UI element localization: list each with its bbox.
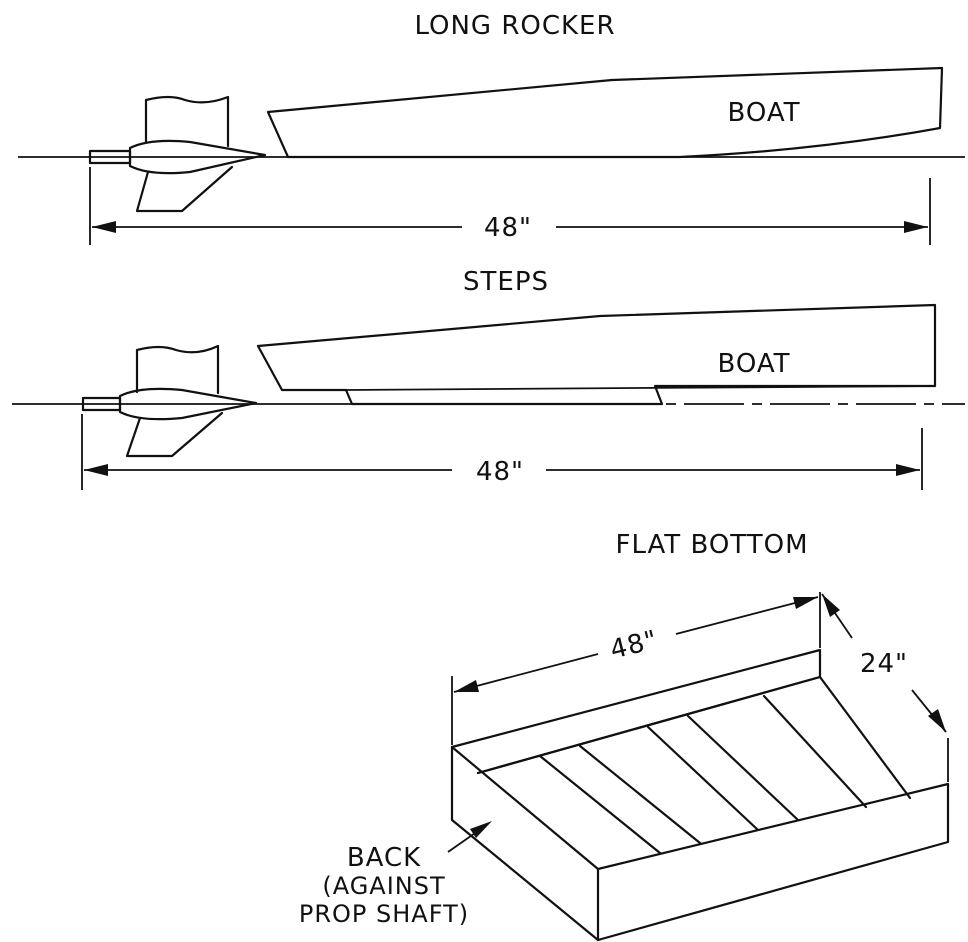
flat-bottom-length-arrow-left — [454, 680, 479, 692]
flat-bottom-step-line-4 — [686, 714, 800, 822]
flat-bottom-length-label: 48" — [607, 625, 661, 666]
steps-drive-unit — [81, 344, 258, 458]
flat-bottom-back-note-line2: PROP SHAFT) — [299, 900, 469, 928]
steps-torpedo — [118, 387, 258, 421]
steps-section: STEPS BOAT 48" — [12, 267, 965, 490]
flat-bottom-back-label: BACK — [347, 843, 421, 873]
steps-boat-label: BOAT — [717, 349, 790, 379]
steps-drive-housing — [135, 344, 220, 395]
flat-bottom-section: FLAT BOTTOM 48" 24" BAC — [299, 530, 950, 942]
flat-bottom-inner-edge — [476, 675, 912, 800]
flat-bottom-back-note-line1: (AGAINST — [322, 872, 445, 900]
flat-bottom-step-line-5 — [762, 694, 868, 809]
flat-bottom-step-line-2 — [578, 744, 702, 845]
flat-bottom-step-lines — [538, 694, 868, 855]
long-rocker-boat-label: BOAT — [727, 98, 800, 128]
flat-bottom-back-leader-arrow — [470, 821, 492, 838]
long-rocker-torpedo — [128, 139, 267, 175]
long-rocker-drive-housing — [144, 95, 230, 148]
steps-boat-hull — [256, 303, 937, 406]
flat-bottom-width-arrow-top — [822, 594, 840, 617]
flat-bottom-length-line-right — [675, 596, 819, 635]
long-rocker-arrow-left — [92, 221, 116, 233]
steps-chine-line — [345, 385, 936, 391]
long-rocker-dimension-label: 48" — [484, 213, 532, 243]
long-rocker-skeg — [135, 165, 234, 213]
steps-prop-shaft — [81, 396, 122, 412]
steps-arrow-right — [896, 464, 920, 476]
steps-title: STEPS — [463, 267, 549, 297]
steps-arrow-left — [84, 464, 108, 476]
long-rocker-drive-unit — [88, 95, 267, 213]
long-rocker-boat-hull — [266, 66, 944, 159]
flat-bottom-back-wall — [450, 648, 822, 775]
flat-bottom-step-line-3 — [646, 725, 760, 832]
flat-bottom-width-arrow-bottom — [928, 709, 946, 732]
long-rocker-arrow-right — [904, 221, 928, 233]
steps-skeg — [125, 411, 224, 458]
steps-dimension-label: 48" — [476, 457, 524, 487]
flat-bottom-step-line-1 — [538, 754, 662, 855]
long-rocker-title: LONG ROCKER — [414, 11, 615, 41]
flat-bottom-length-arrow-right — [793, 597, 818, 609]
long-rocker-prop-shaft — [88, 149, 132, 165]
flat-bottom-title: FLAT BOTTOM — [616, 530, 809, 560]
long-rocker-section: LONG ROCKER BOAT 48" — [18, 11, 965, 245]
flat-bottom-top-front-edge — [450, 745, 950, 871]
flat-bottom-length-line-left — [453, 653, 599, 693]
flat-bottom-width-label: 24" — [860, 649, 908, 679]
